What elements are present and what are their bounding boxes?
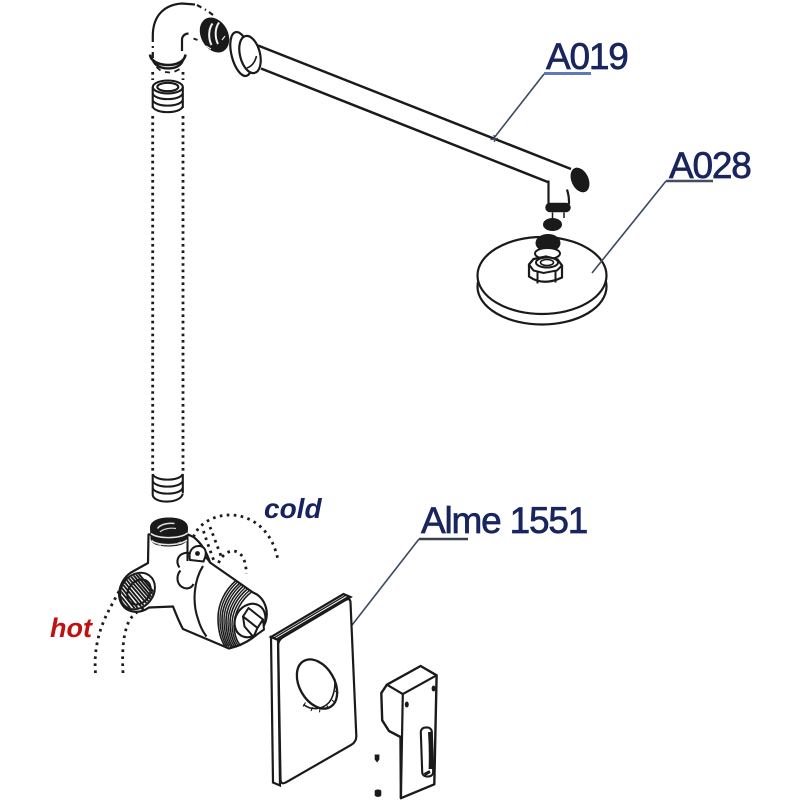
svg-text:hot: hot: [50, 613, 93, 643]
svg-text:A028: A028: [669, 145, 751, 186]
svg-text:A019: A019: [546, 36, 628, 77]
svg-text:cold: cold: [264, 493, 322, 524]
svg-text:Alme 1551: Alme 1551: [421, 500, 587, 541]
